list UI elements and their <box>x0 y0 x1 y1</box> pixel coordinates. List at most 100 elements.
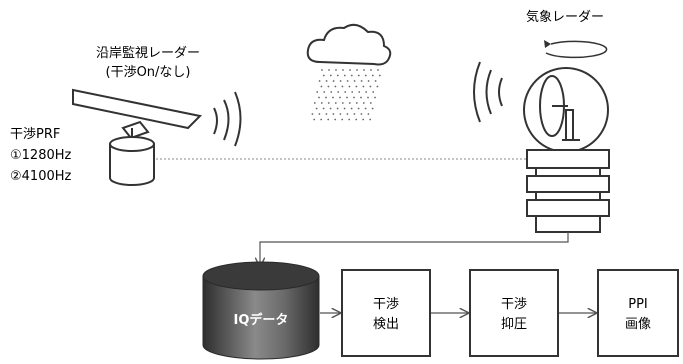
rain-drop <box>348 85 351 88</box>
rain-drop <box>330 91 333 93</box>
rain-drop <box>321 69 323 71</box>
rain-drop <box>355 118 358 121</box>
rain-drop <box>346 80 349 82</box>
rain-drop <box>318 96 320 99</box>
rain-drop <box>374 80 377 82</box>
rain-drop <box>343 107 346 110</box>
rain-drop <box>364 74 367 77</box>
rain-drop <box>371 74 374 77</box>
rain-drop <box>351 91 354 93</box>
interference-suppression-box: 干渉 抑圧 <box>469 269 559 357</box>
rain-drop <box>344 91 347 93</box>
rain-drop <box>322 74 325 77</box>
rain-drop <box>360 80 363 82</box>
rain-drop <box>367 113 370 115</box>
rain-drop <box>335 69 337 71</box>
detection-line-2: 検出 <box>373 317 399 332</box>
rain-drop <box>318 80 321 82</box>
rain-drop <box>350 107 353 110</box>
rain-drop <box>367 96 369 99</box>
rain-drop <box>320 85 323 88</box>
rain-drop <box>339 80 342 82</box>
coastal-radar-rotator <box>121 120 150 140</box>
rain-drop <box>332 80 335 82</box>
iq-data-label: IQデータ <box>234 312 289 328</box>
rain-drop <box>369 118 372 121</box>
weather-radar-tower <box>526 149 610 233</box>
coastal-radar-base <box>109 136 155 186</box>
rain-drop <box>369 102 372 104</box>
rain-drop <box>315 107 318 110</box>
rain-drop <box>356 69 358 71</box>
rain-drop <box>325 113 328 115</box>
detection-line-1: 干渉 <box>373 297 399 312</box>
rain-drop <box>329 107 332 110</box>
rain-drop <box>341 102 344 104</box>
rain-drop <box>378 74 381 77</box>
rain-drop <box>320 102 323 104</box>
ppi-line-1: PPI <box>628 297 648 312</box>
rain-drop <box>362 102 365 104</box>
radar-to-iq-connector <box>260 232 569 266</box>
interference-prf-option-1: ①1280Hz <box>10 148 72 163</box>
ppi-line-2: 画像 <box>625 317 651 332</box>
rain-drop <box>371 107 374 110</box>
rain-drop <box>362 118 365 121</box>
weather-radar-title: 気象レーダー <box>526 9 604 25</box>
interference-prf-option-2: ②4100Hz <box>10 169 72 184</box>
rain-drop <box>342 69 344 71</box>
rain-drop <box>313 118 316 121</box>
rotation-arrow-icon <box>544 40 608 59</box>
rain-cloud-icon <box>306 23 392 121</box>
rain-drop <box>339 113 342 115</box>
rain-drop <box>346 113 349 115</box>
rain-drop <box>353 80 356 82</box>
rain-drop <box>337 91 340 93</box>
ppi-image-box: PPI 画像 <box>597 269 679 357</box>
rain-drop <box>362 85 365 88</box>
rain-drop <box>311 113 314 115</box>
rain-drop <box>334 102 337 104</box>
rain-drop <box>336 74 339 77</box>
rain-drop <box>360 113 363 115</box>
rain-drop <box>334 85 337 88</box>
rain-drop <box>332 113 335 115</box>
rain-drop <box>323 91 326 93</box>
rain-drop <box>316 91 319 93</box>
rain-drops <box>311 69 381 121</box>
rain-drop <box>348 118 351 121</box>
rain-drop <box>332 96 334 99</box>
rain-drop <box>318 113 321 115</box>
suppression-line-1: 干渉 <box>501 297 527 312</box>
rain-drop <box>372 91 375 93</box>
rain-drop <box>358 91 361 93</box>
rain-drop <box>367 80 370 82</box>
rain-drop <box>360 96 362 99</box>
rain-drop <box>353 113 356 115</box>
interference-detection-box: 干渉 検出 <box>341 269 431 357</box>
rain-drop <box>313 102 316 104</box>
rain-drop <box>355 85 358 88</box>
rain-drop <box>336 107 339 110</box>
rain-drop <box>353 96 355 99</box>
rain-drop <box>325 80 328 82</box>
rain-drop <box>325 96 327 99</box>
rain-drop <box>357 107 360 110</box>
rain-drop <box>320 118 323 121</box>
weather-radar: 気象レーダー <box>473 9 610 233</box>
coastal-radar-antenna <box>72 88 203 130</box>
coastal-radar-subtitle: (干渉On/なし) <box>106 65 191 80</box>
rain-drop <box>327 118 330 121</box>
rain-drop <box>376 85 379 88</box>
rain-drop <box>328 69 330 71</box>
rain-drop <box>341 118 344 121</box>
rain-drop <box>322 107 325 110</box>
rain-drop <box>377 69 379 71</box>
rain-drop <box>369 85 372 88</box>
rain-drop <box>329 74 332 77</box>
rain-drop <box>370 69 372 71</box>
rain-drop <box>327 85 330 88</box>
weather-radar-waves <box>473 61 503 123</box>
rain-drop <box>365 91 368 93</box>
